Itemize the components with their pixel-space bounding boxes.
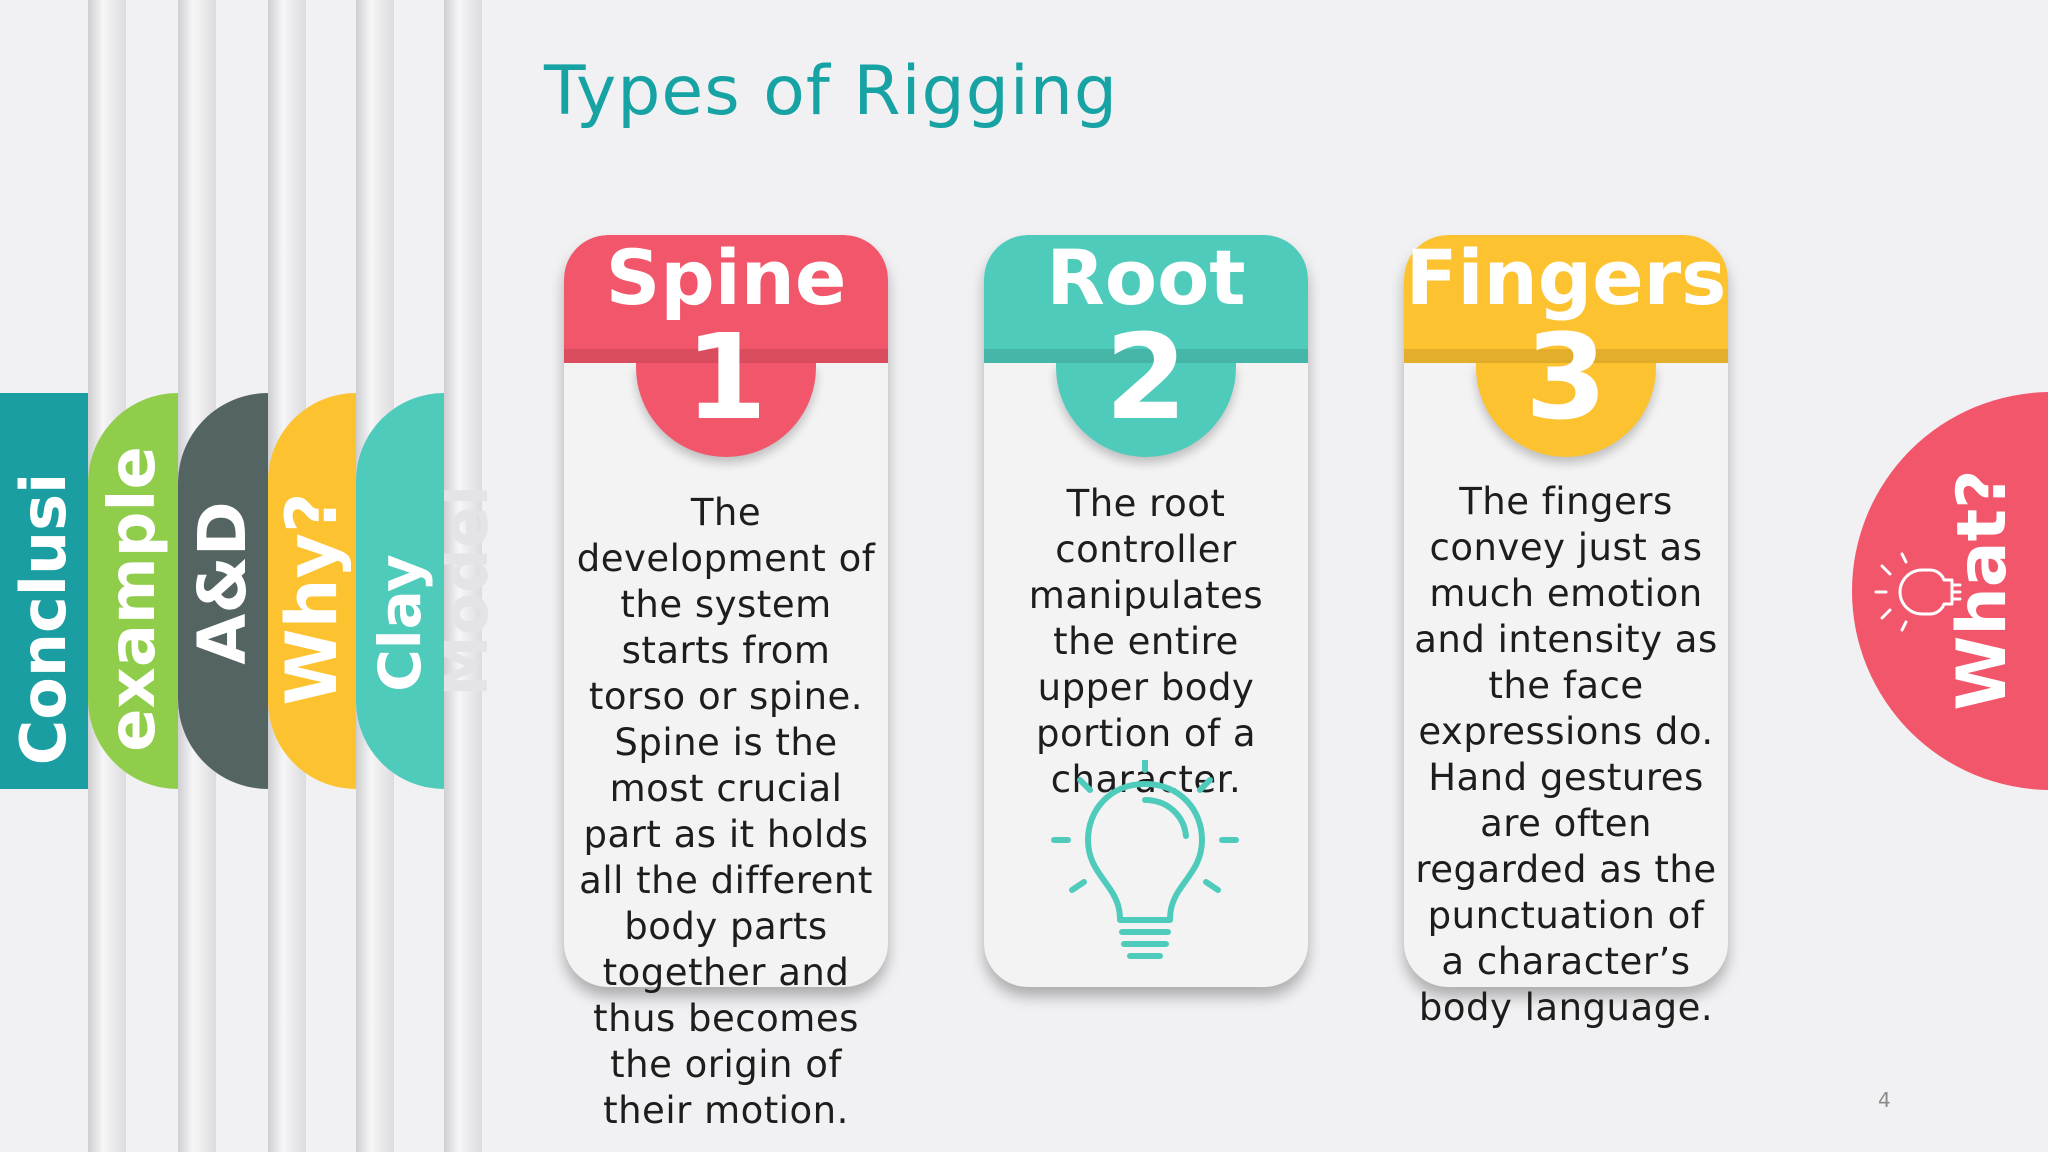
card-number: 3	[1524, 308, 1608, 446]
section-tab-label: Clay	[366, 553, 434, 692]
section-tab-label: What?	[1943, 469, 2022, 711]
section-tab-model[interactable]: Model	[429, 393, 502, 789]
section-tab-label: example	[96, 446, 170, 752]
section-tab-label: Conclusi	[7, 472, 80, 765]
card-text: The fingers convey just as much emotion …	[1414, 480, 1718, 1029]
section-tab-label: Why?	[271, 492, 353, 706]
card-title: Spine	[605, 233, 847, 322]
section-tab-conclusion[interactable]: Conclusi	[0, 393, 88, 789]
slide-title: Types of Rigging	[544, 52, 1119, 131]
card-fingers	[1404, 235, 1728, 987]
section-tab-why[interactable]: Why?	[268, 393, 356, 789]
card-background	[1404, 235, 1728, 987]
card-number: 2	[1104, 308, 1188, 446]
section-tab-label: Model	[429, 485, 502, 697]
card-background	[564, 235, 888, 987]
lightbulb-icon	[1874, 552, 1962, 632]
page-number: 4	[1878, 1088, 1891, 1112]
card-header	[1404, 235, 1728, 363]
card-background	[984, 235, 1308, 987]
section-tab-label: A&D	[184, 501, 261, 665]
card-header	[984, 235, 1308, 363]
card-spine	[564, 235, 888, 987]
decor-strip	[444, 0, 482, 1152]
section-tab-example[interactable]: example	[88, 393, 178, 789]
card-header	[564, 235, 888, 363]
section-tab-ad[interactable]: A&D	[178, 393, 268, 789]
card-text: The root controller manipulates the enti…	[1028, 482, 1264, 801]
lightbulb-icon	[1051, 760, 1239, 959]
card-title: Root	[1046, 233, 1246, 322]
card-text: The development of the system starts fro…	[576, 491, 876, 1132]
card-title: Fingers	[1405, 233, 1727, 322]
card-number: 1	[684, 308, 768, 446]
section-tab-clay[interactable]: Clay	[356, 393, 444, 789]
card-root	[984, 235, 1308, 987]
